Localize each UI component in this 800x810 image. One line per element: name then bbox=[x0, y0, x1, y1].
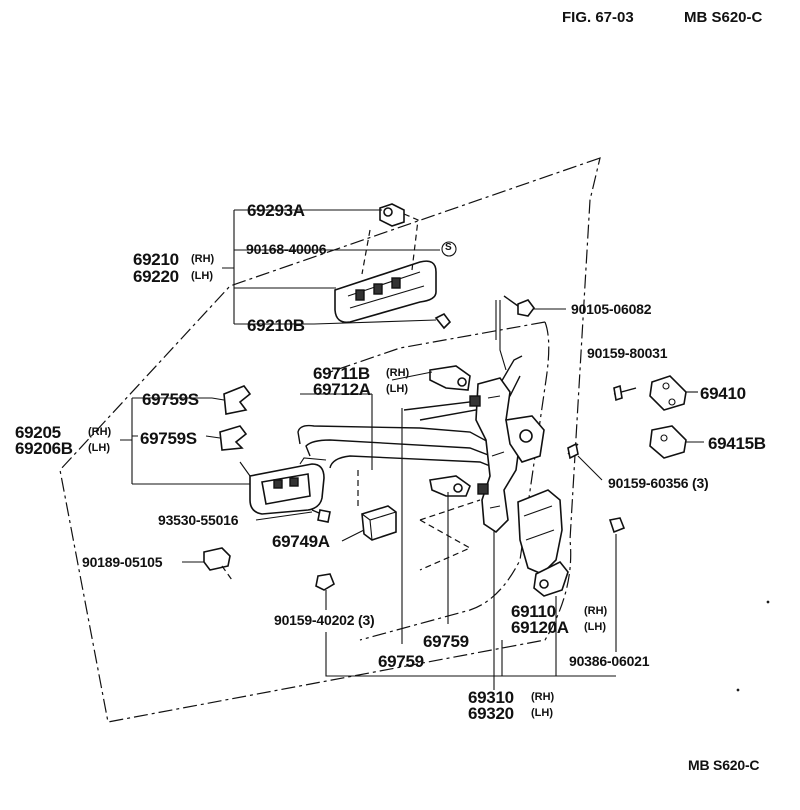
label-69711B-rh: (RH) bbox=[386, 367, 410, 379]
footer-code: MB S620-C bbox=[688, 757, 760, 773]
screw-90105 bbox=[503, 295, 535, 317]
outside-handle-assembly bbox=[239, 457, 327, 515]
label-69293A: 69293A bbox=[247, 201, 305, 220]
door-lock-assembly bbox=[517, 489, 569, 597]
label-69712A-lh: (LH) bbox=[386, 383, 408, 395]
label-69759-lower: 69759 bbox=[378, 652, 424, 671]
screw-93530 bbox=[311, 509, 331, 523]
label-69206B-lh: (LH) bbox=[88, 442, 110, 454]
label-69220: 69220 bbox=[133, 267, 179, 286]
label-69712A: 69712A bbox=[313, 380, 371, 399]
label-69310-rh: (RH) bbox=[531, 691, 555, 703]
striker-69410 bbox=[649, 375, 687, 411]
bracket-clip-upper bbox=[223, 385, 252, 415]
leader-lines bbox=[120, 209, 704, 690]
bracket-clip-lower bbox=[219, 425, 248, 451]
shim-69415B bbox=[649, 425, 687, 459]
label-69210B: 69210B bbox=[247, 316, 305, 335]
label-69206B: 69206B bbox=[15, 439, 73, 458]
label-69120A: 69120A bbox=[511, 618, 569, 637]
bell-crank-upper bbox=[429, 365, 471, 391]
label-69210: 69210 bbox=[133, 250, 179, 269]
bell-crank-lower bbox=[429, 475, 471, 497]
label-69415B: 69415B bbox=[708, 434, 766, 453]
label-90168-40006: 90168-40006 bbox=[246, 241, 327, 257]
s-mark-circle bbox=[441, 241, 457, 257]
label-69110: 69110 bbox=[511, 602, 556, 621]
label-69320: 69320 bbox=[468, 704, 514, 723]
label-90386-06021: 90386-06021 bbox=[569, 653, 650, 669]
door-outline bbox=[59, 157, 601, 723]
circle-s-mark: S bbox=[445, 242, 452, 253]
label-69205: 69205 bbox=[15, 423, 61, 442]
label-90159-60356: 90159-60356 (3) bbox=[608, 475, 709, 491]
label-90105-06082: 90105-06082 bbox=[571, 301, 652, 317]
label-69110-rh: (RH) bbox=[584, 605, 608, 617]
label-90159-40202: 90159-40202 (3) bbox=[274, 612, 375, 628]
connector-90189 bbox=[203, 547, 233, 581]
label-93530-55016: 93530-55016 bbox=[158, 512, 239, 528]
figure-number: FIG. 67-03 bbox=[562, 9, 634, 26]
label-69310: 69310 bbox=[468, 688, 514, 707]
screw-90159-60356 bbox=[567, 442, 579, 460]
label-69759S-lower: 69759S bbox=[140, 429, 197, 448]
screw-90159-40202 bbox=[315, 573, 335, 591]
label-69320-lh: (LH) bbox=[531, 707, 553, 719]
label-69759-upper: 69759 bbox=[423, 632, 469, 651]
label-69120A-lh: (LH) bbox=[584, 621, 606, 633]
label-69759S-upper: 69759S bbox=[142, 390, 199, 409]
label-69210-rh: (RH) bbox=[191, 253, 215, 265]
label-69220-lh: (LH) bbox=[191, 270, 213, 282]
header-code: MB S620-C bbox=[684, 9, 763, 26]
label-90189-05105: 90189-05105 bbox=[82, 554, 163, 570]
label-90159-80031: 90159-80031 bbox=[587, 345, 668, 361]
screw-90386 bbox=[608, 517, 626, 534]
inside-handle-assembly bbox=[334, 203, 452, 330]
label-69711B: 69711B bbox=[313, 364, 370, 383]
label-69205-rh: (RH) bbox=[88, 426, 112, 438]
label-69410: 69410 bbox=[700, 384, 746, 403]
label-69749A: 69749A bbox=[272, 532, 330, 551]
lock-control-assembly bbox=[469, 300, 545, 534]
screw-90159-80031 bbox=[613, 384, 637, 402]
solenoid-69749A bbox=[357, 470, 481, 571]
